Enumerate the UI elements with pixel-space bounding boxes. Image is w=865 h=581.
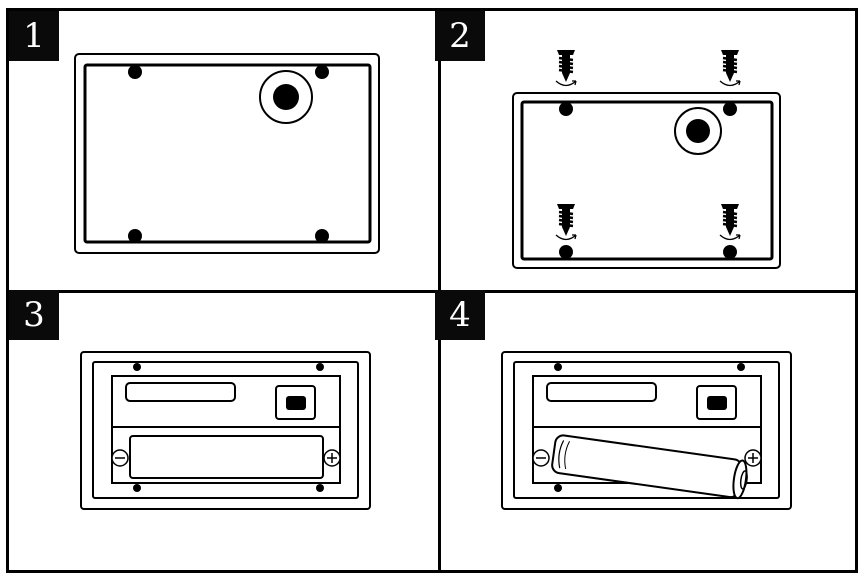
minus-terminal-icon — [532, 449, 550, 467]
hanging-hole — [273, 84, 299, 110]
case-outer-frame — [80, 351, 371, 510]
screw-hole — [128, 229, 142, 243]
panel-3-battery-compartment — [80, 351, 371, 510]
screw-hole — [723, 245, 737, 259]
battery-slot — [129, 435, 324, 479]
screw-hole — [315, 65, 329, 79]
step-3-badge: 3 — [9, 290, 59, 340]
cover-outer-frame — [512, 92, 781, 269]
step-1-badge: 1 — [9, 11, 59, 61]
screw-hole — [559, 102, 573, 116]
cover-inner-frame — [520, 100, 774, 261]
case-inner-frame — [92, 361, 359, 499]
screw-hole — [554, 363, 562, 371]
case-outer-frame — [501, 351, 792, 510]
battery-icon — [551, 434, 748, 500]
screw-hole — [559, 245, 573, 259]
switch-button — [286, 396, 306, 410]
screw-hole — [737, 363, 745, 371]
case-inner-frame — [513, 361, 780, 499]
screw-hole — [133, 484, 141, 492]
screw-hole — [316, 484, 324, 492]
switch-housing — [696, 385, 737, 420]
minus-terminal-icon — [111, 449, 129, 467]
divider-horizontal — [9, 290, 855, 293]
label-slot — [546, 382, 657, 402]
label-slot — [125, 382, 236, 402]
switch-button — [707, 396, 727, 410]
screw-hole — [723, 102, 737, 116]
plus-terminal-icon — [323, 449, 341, 467]
screw-hole — [128, 65, 142, 79]
screw-hole — [316, 363, 324, 371]
step-2-badge: 2 — [435, 11, 485, 61]
plus-terminal-icon — [744, 449, 762, 467]
step-4-badge: 4 — [435, 290, 485, 340]
screw-hole — [554, 484, 562, 492]
hanging-hole — [686, 119, 710, 143]
switch-housing — [275, 385, 316, 420]
cover-inner-frame — [83, 63, 372, 244]
cover-outer-frame — [74, 53, 380, 254]
screw-hole — [315, 229, 329, 243]
screw-hole — [133, 363, 141, 371]
hanging-hole-ring — [259, 70, 313, 124]
hanging-hole-ring — [674, 107, 722, 155]
compartment-frame — [111, 375, 341, 484]
panel-1-back-cover — [74, 53, 380, 254]
panel-2-remove-screws — [512, 48, 781, 269]
